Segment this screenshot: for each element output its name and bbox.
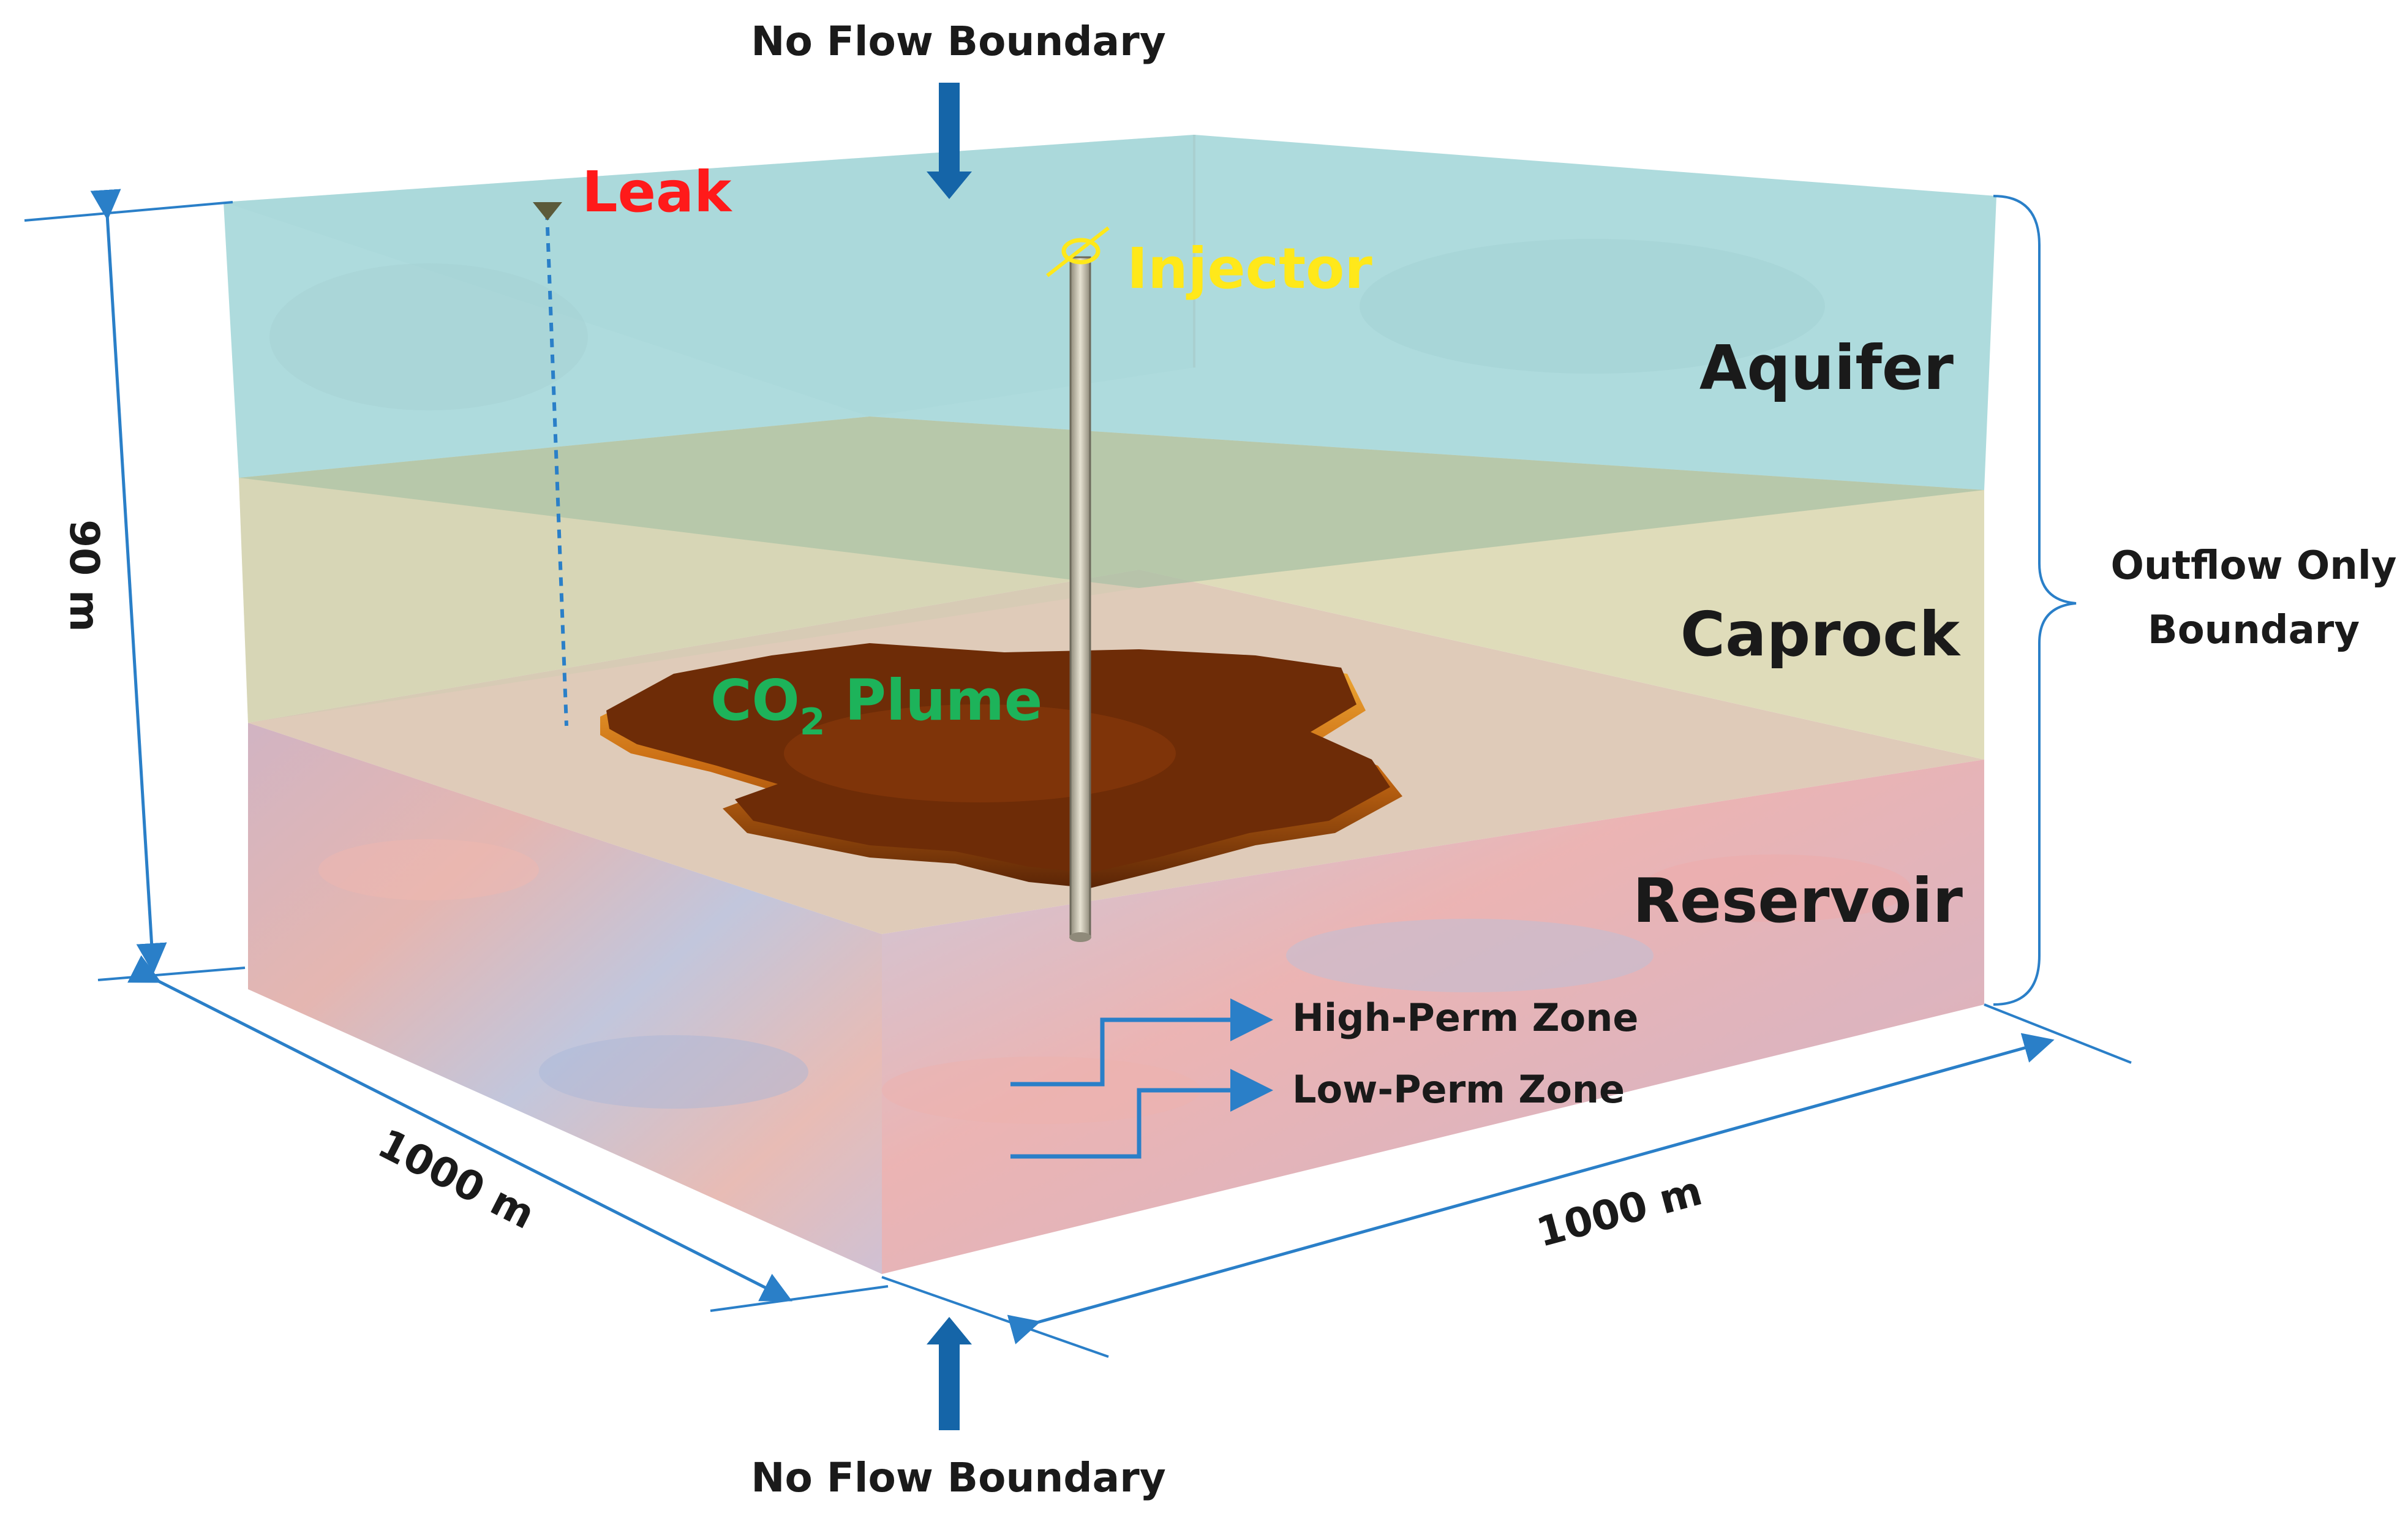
injector-label: Injector [1127, 236, 1372, 301]
bottom-boundary-label: No Flow Boundary [751, 1454, 1166, 1501]
plume-label: CO2 Plume [710, 668, 1042, 744]
width-right-label: 1000 m [1532, 1167, 1707, 1256]
depth-label: 90 m [61, 519, 108, 632]
leak-label: Leak [582, 159, 732, 225]
plume-label-prefix: CO [710, 668, 800, 733]
leak-well [533, 202, 568, 726]
outflow-bracket [1993, 195, 2077, 1006]
top-boundary-arrow-icon [927, 83, 972, 199]
low-perm-label: Low-Perm Zone [1292, 1067, 1625, 1112]
reservoir-label: Reservoir [1633, 865, 1963, 937]
injector-wellhead-icon [1061, 238, 1101, 265]
top-boundary-label: No Flow Boundary [751, 18, 1166, 65]
width-left-label: 1000 m [371, 1120, 542, 1239]
depth-dimension [24, 189, 233, 974]
aquifer-layer [224, 135, 1996, 588]
high-perm-label: High-Perm Zone [1292, 995, 1638, 1040]
plume-label-subscript: 2 [800, 701, 826, 744]
injector-well [1046, 226, 1110, 942]
aquifer-label: Aquifer [1699, 332, 1954, 404]
outflow-label-line1: Outflow Only [2111, 543, 2397, 589]
width-left-dimension [97, 955, 889, 1312]
leak-marker-icon [533, 202, 562, 221]
caprock-label: Caprock [1680, 598, 1962, 670]
plume-label-suffix: Plume [825, 668, 1042, 733]
width-right-dimension [881, 1003, 2132, 1358]
bottom-boundary-arrow-icon [927, 1317, 972, 1430]
outflow-label-line2: Boundary [2148, 608, 2360, 653]
